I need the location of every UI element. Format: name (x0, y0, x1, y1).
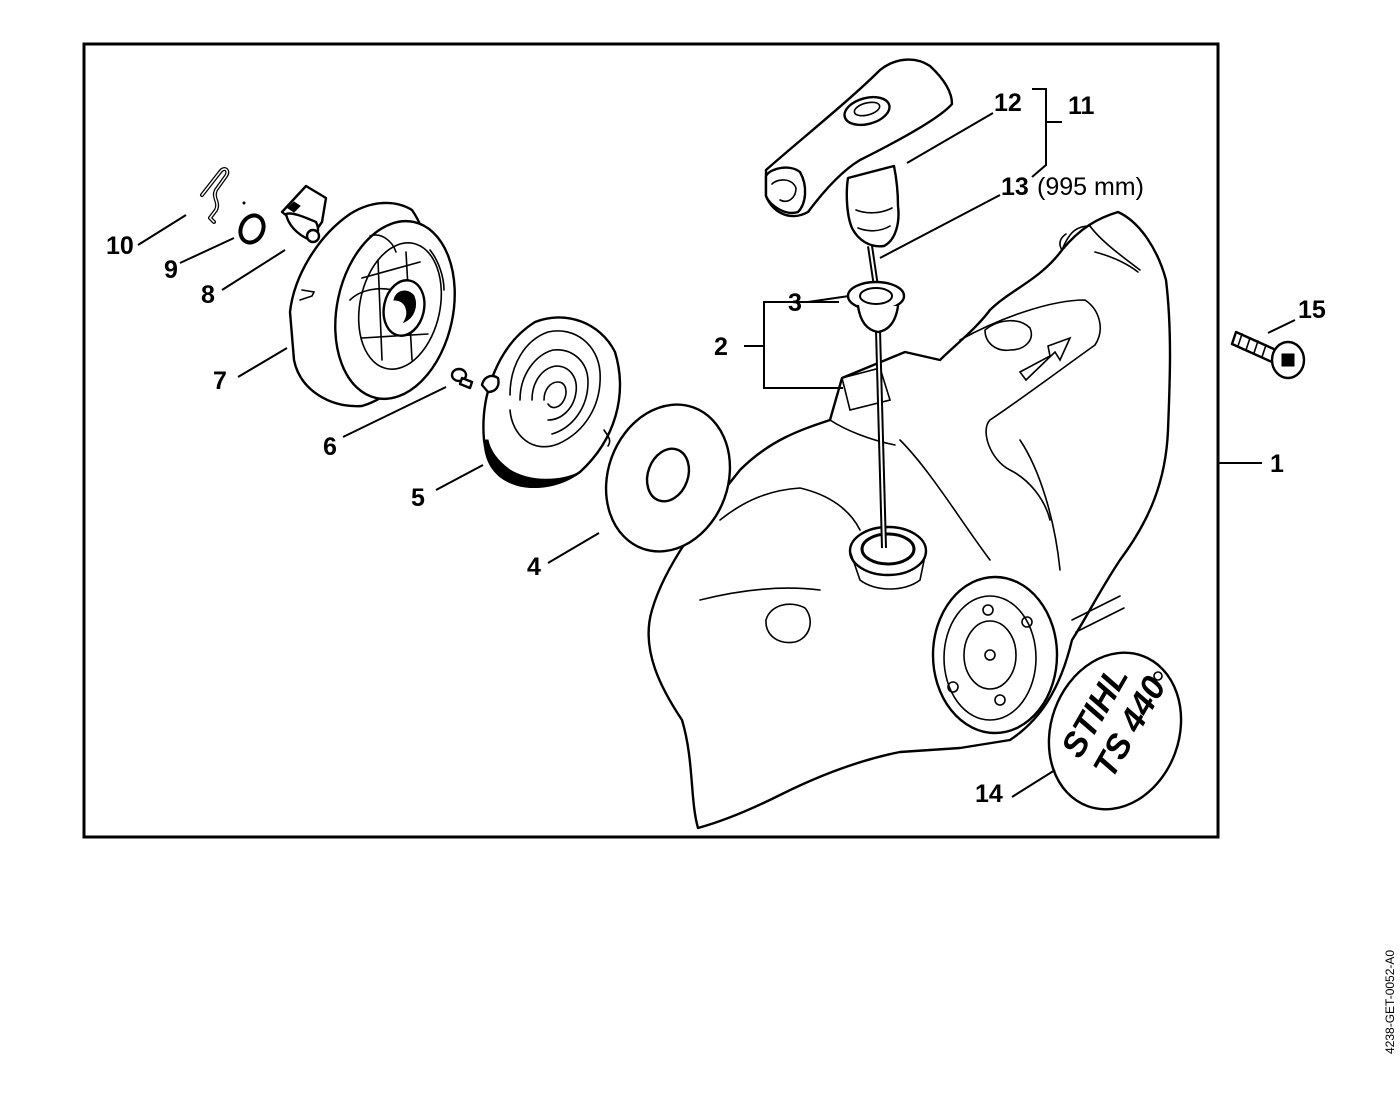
callout-15: 15 (1298, 296, 1326, 324)
callout-11: 11 (1068, 92, 1095, 120)
diagram-frame (82, 42, 1220, 839)
fan-housing-part-1 (647, 210, 1172, 830)
leader-lines (137, 88, 1296, 798)
screw-part-6 (450, 367, 474, 390)
rope-guide-part-3 (846, 280, 906, 334)
washer-part-4 (604, 403, 732, 553)
callout-8: 8 (201, 281, 215, 309)
spring-clip-part-10 (200, 167, 230, 224)
washer-part-9 (238, 201, 266, 245)
callout-4: 4 (527, 553, 541, 581)
callout-10: 10 (106, 232, 134, 260)
callout-9: 9 (164, 256, 178, 284)
rope-length: (995 mm) (1037, 173, 1144, 201)
callout-2: 2 (714, 333, 728, 361)
pawl-part-8 (280, 184, 328, 244)
callout-1: 1 (1270, 450, 1284, 478)
starter-grip-part-12 (764, 58, 954, 248)
screw-part-15 (1230, 330, 1306, 380)
callout-5: 5 (411, 484, 425, 512)
callout-13: 13 (1001, 173, 1029, 201)
rope-rotor-part-7 (288, 201, 456, 408)
logo-cover-part-14: STIHL TS 440 (1047, 651, 1183, 811)
callout-3: 3 (788, 289, 802, 317)
callout-labels: 1 2 3 4 5 6 7 8 9 10 11 12 13 (995 mm) 1… (106, 89, 1326, 808)
reference-code: 4238-GET-0052-A0 (1383, 950, 1397, 1054)
callout-12: 12 (994, 89, 1022, 117)
spring-housing-part-5 (480, 316, 622, 488)
callout-7: 7 (213, 367, 227, 395)
callout-14: 14 (975, 780, 1003, 808)
callout-6: 6 (323, 433, 337, 461)
